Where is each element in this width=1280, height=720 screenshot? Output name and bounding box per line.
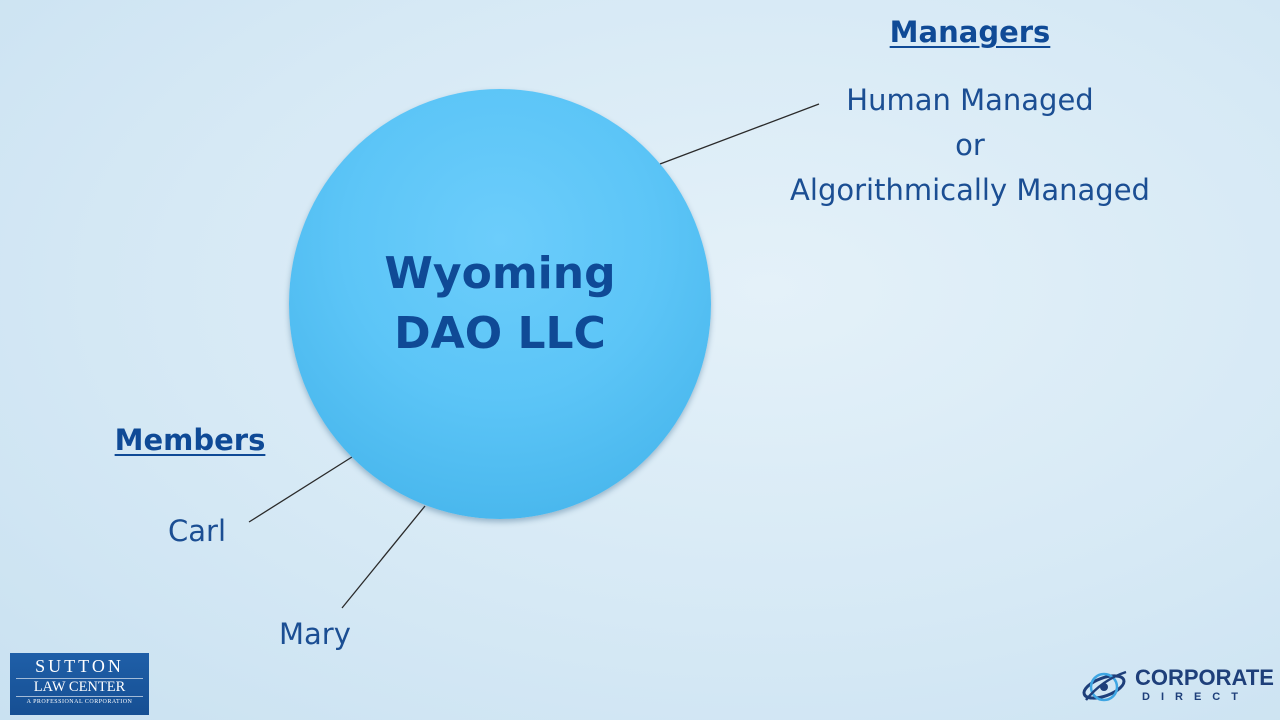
corporate-direct-swoosh-icon xyxy=(1082,670,1127,702)
sutton-law-center-logo: SUTTON LAW CENTER A PROFESSIONAL CORPORA… xyxy=(10,653,149,715)
manager-option-connector: or xyxy=(955,128,985,162)
member-carl: Carl xyxy=(168,514,226,548)
members-heading: Members xyxy=(114,423,266,457)
corporate-direct-sub: DIRECT xyxy=(1142,691,1249,703)
circle-title-line-2: DAO LLC xyxy=(394,308,606,359)
circle-title-line-1: Wyoming xyxy=(384,248,616,299)
sutton-logo-name: SUTTON xyxy=(35,656,124,676)
manager-option-human: Human Managed xyxy=(846,83,1094,117)
connector-carl xyxy=(248,456,353,523)
dao-llc-circle: Wyoming DAO LLC xyxy=(289,89,711,519)
managers-heading: Managers xyxy=(889,15,1051,49)
connector-mary xyxy=(341,505,426,609)
manager-option-algorithmic: Algorithmically Managed xyxy=(790,173,1150,207)
connector-managers xyxy=(659,103,820,165)
sutton-logo-sub: LAW CENTER xyxy=(16,678,143,697)
member-mary: Mary xyxy=(279,617,351,651)
corporate-direct-logo: CORPORATE DIRECT xyxy=(1080,662,1274,712)
corporate-direct-name: CORPORATE xyxy=(1135,665,1274,690)
managers-description: Human Managed or Algorithmically Managed xyxy=(760,78,1180,213)
sutton-logo-tagline: A PROFESSIONAL CORPORATION xyxy=(26,699,133,705)
